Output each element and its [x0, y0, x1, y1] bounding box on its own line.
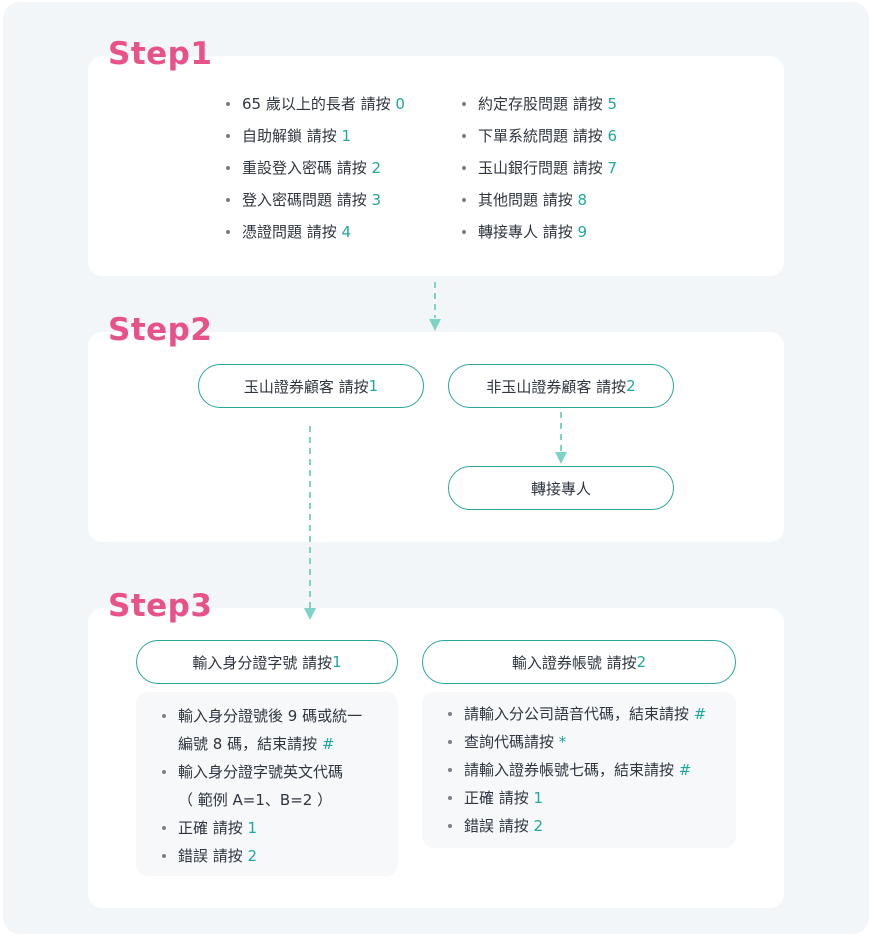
list-item: 玉山銀行問題 請按 7	[462, 158, 617, 190]
step2-option-esun-customer: 玉山證券顧客 請按 1	[198, 364, 424, 408]
step1-right-list: 約定存股問題 請按 5 下單系統問題 請按 6 玉山銀行問題 請按 7 其他問題…	[462, 94, 617, 254]
step3-account-list: 請輸入分公司語音代碼，結束請按 # 查詢代碼請按 * 請輸入證券帳號七碼，結束請…	[448, 704, 706, 844]
list-item: 請輸入分公司語音代碼，結束請按 #	[448, 704, 706, 724]
list-item: 錯誤 請按 2	[448, 816, 706, 836]
list-item: 正確 請按 1	[448, 788, 706, 808]
step3-id-instructions	[136, 692, 398, 876]
list-item: 重設登入密碼 請按 2	[226, 158, 405, 190]
step1-left-list: 65 歲以上的長者 請按 0 自助解鎖 請按 1 重設登入密碼 請按 2 登入密…	[226, 94, 405, 254]
list-item: 輸入身分證號後 9 碼或統一編號 8 碼，結束請按 #	[162, 706, 362, 754]
list-item: 憑證問題 請按 4	[226, 222, 405, 254]
list-item: 其他問題 請按 8	[462, 190, 617, 222]
list-item: 查詢代碼請按 *	[448, 732, 706, 752]
list-item: 請輸入證券帳號七碼，結束請按 #	[448, 760, 706, 780]
list-item: 正確 請按 1	[162, 818, 362, 838]
step3-account-instructions	[422, 692, 736, 848]
step3-id-list: 輸入身分證號後 9 碼或統一編號 8 碼，結束請按 # 輸入身分證字號英文代碼（…	[162, 706, 362, 874]
list-item: 錯誤 請按 2	[162, 846, 362, 866]
list-item: 自助解鎖 請按 1	[226, 126, 405, 158]
list-item: 登入密碼問題 請按 3	[226, 190, 405, 222]
step2-card	[88, 332, 784, 542]
step2-transfer-agent: 轉接專人	[448, 466, 674, 510]
list-item: 約定存股問題 請按 5	[462, 94, 617, 126]
step1-title: Step1	[108, 36, 213, 72]
step3-title: Step3	[108, 588, 213, 624]
list-item: 下單系統問題 請按 6	[462, 126, 617, 158]
step2-option-non-esun-customer: 非玉山證券顧客 請按 2	[448, 364, 674, 408]
list-item: 轉接專人 請按 9	[462, 222, 617, 254]
step3-option-id-number: 輸入身分證字號 請按 1	[136, 640, 398, 684]
step2-title: Step2	[108, 312, 213, 348]
step3-option-account-number: 輸入證券帳號 請按 2	[422, 640, 736, 684]
step1-card	[88, 56, 784, 276]
list-item: 65 歲以上的長者 請按 0	[226, 94, 405, 126]
list-item: 輸入身分證字號英文代碼（ 範例 A=1、B=2 ）	[162, 762, 362, 810]
